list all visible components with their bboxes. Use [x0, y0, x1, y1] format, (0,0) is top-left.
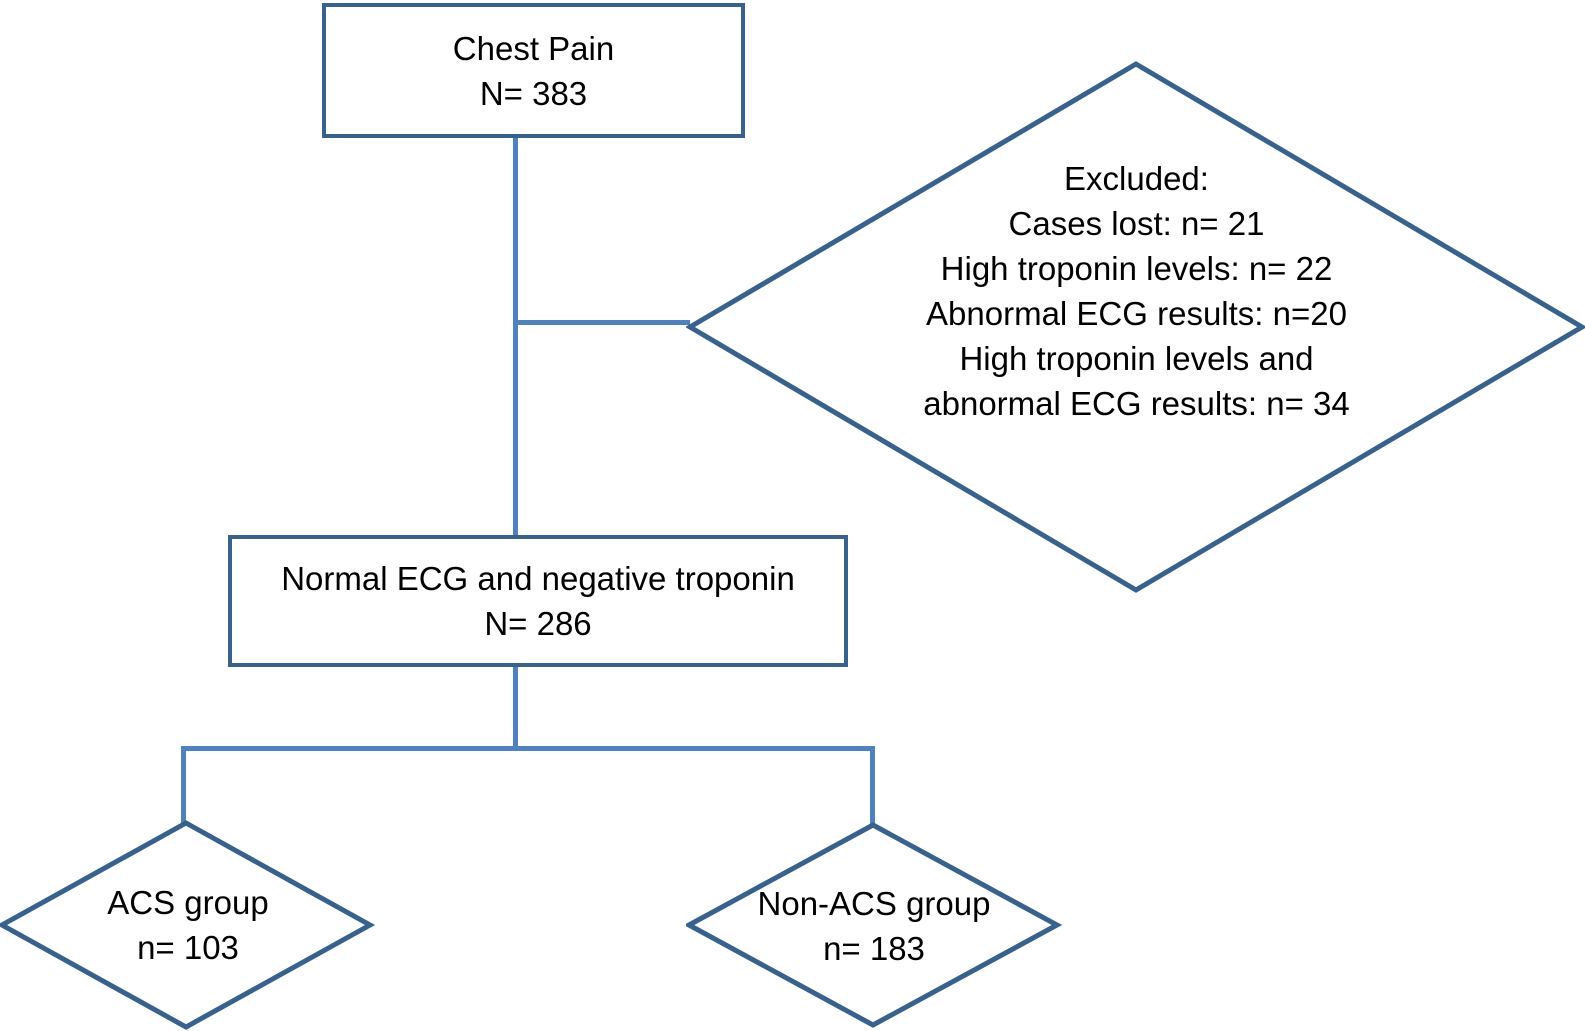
acs-group-count: n= 103: [137, 928, 239, 966]
acs-group-title: ACS group: [107, 883, 269, 921]
acs-diamond-shape: [0, 820, 376, 1030]
connector-drop-to-acs: [181, 746, 186, 826]
excluded-combined-line2: abnormal ECG results: n= 34: [923, 385, 1350, 422]
excluded-combined-line1: High troponin levels and: [959, 340, 1314, 377]
node-normal-ecg-title: Normal ECG and negative troponin: [281, 560, 795, 597]
excluded-high-troponin: High troponin levels: n= 22: [940, 250, 1333, 287]
connector-chest-pain-to-normal-ecg: [513, 136, 518, 536]
acs-diamond-outline: [0, 820, 376, 1030]
connector-split-horizontal: [181, 746, 875, 751]
excluded-cases-lost: Cases lost: n= 21: [1008, 205, 1265, 242]
excluded-abnormal-ecg: Abnormal ECG results: n=20: [926, 295, 1347, 332]
node-excluded: Excluded: Cases lost: n= 21 High troponi…: [686, 58, 1585, 596]
node-normal-ecg: Normal ECG and negative troponin N= 286: [228, 535, 848, 667]
node-acs-group: ACS group n= 103: [0, 818, 376, 1031]
node-non-acs-group: Non-ACS group n= 183: [686, 820, 1062, 1031]
non-acs-text-block: Non-ACS group n= 183: [686, 820, 1062, 1031]
excluded-heading: Excluded:: [1064, 160, 1209, 197]
connector-branch-to-excluded: [513, 320, 690, 325]
non-acs-diamond-shape: [686, 822, 1062, 1028]
node-chest-pain-count: N= 383: [479, 74, 588, 112]
connector-drop-to-non-acs: [870, 746, 875, 828]
node-chest-pain: Chest Pain N= 383: [322, 3, 745, 138]
connector-normal-ecg-stub: [513, 665, 518, 751]
excluded-text-block: Excluded: Cases lost: n= 21 High troponi…: [686, 22, 1585, 560]
excluded-diamond-shape: [686, 61, 1585, 593]
non-acs-group-title: Non-ACS group: [757, 884, 991, 922]
non-acs-diamond-outline: [686, 822, 1062, 1028]
excluded-diamond-outline: [686, 61, 1585, 593]
node-chest-pain-title: Chest Pain: [452, 29, 615, 67]
acs-text-block: ACS group n= 103: [0, 818, 376, 1031]
node-normal-ecg-count: N= 286: [484, 605, 592, 642]
non-acs-group-count: n= 183: [823, 929, 925, 967]
